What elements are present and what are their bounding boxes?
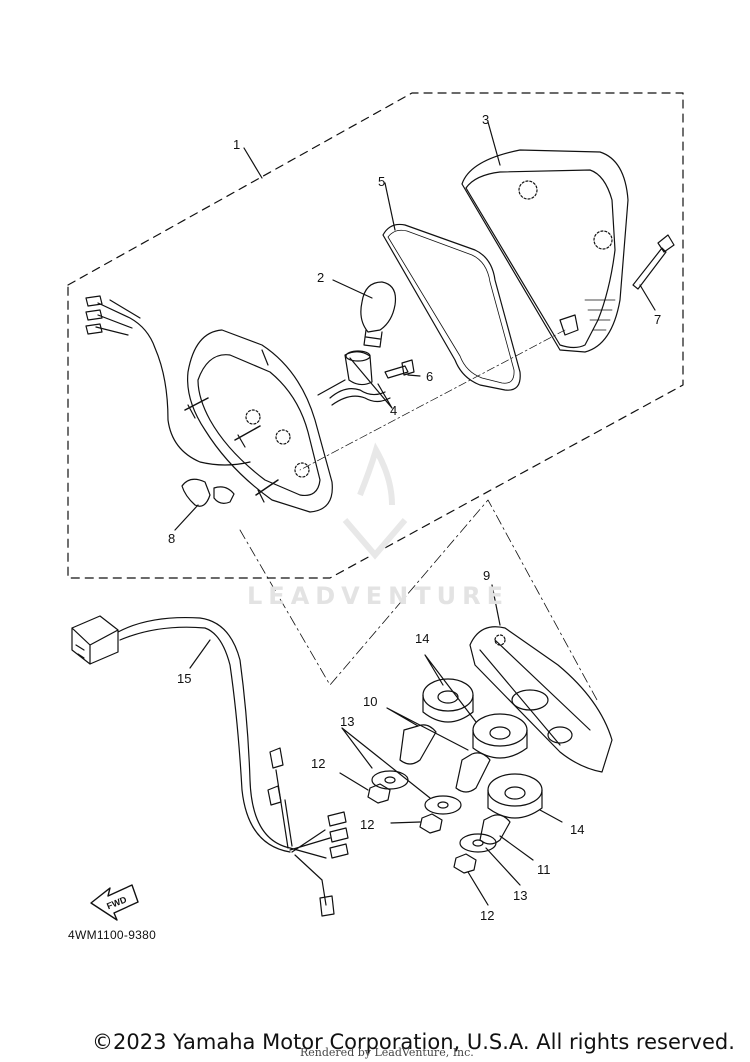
wire-harness xyxy=(71,615,349,917)
callout-15: 15 xyxy=(177,671,191,686)
callout-12-lower: 12 xyxy=(480,908,494,923)
washer-lower xyxy=(459,833,497,853)
callout-1: 1 xyxy=(233,137,240,152)
nut-middle xyxy=(419,813,443,834)
callout-14-lower: 14 xyxy=(570,822,584,837)
rubber-damper-upper xyxy=(422,678,474,723)
callout-7: 7 xyxy=(654,312,661,327)
tail-lens xyxy=(461,149,629,353)
base-wire-leads xyxy=(95,299,251,466)
copyright-notice: ©2023 Yamaha Motor Corporation, U.S.A. A… xyxy=(92,1030,735,1054)
socket-screw xyxy=(384,359,415,379)
nut-lower xyxy=(453,853,477,874)
fwd-arrow xyxy=(90,884,139,921)
diagram-part-code: 4WM1100-9380 xyxy=(68,928,157,942)
callout-5: 5 xyxy=(378,174,385,189)
collar-middle xyxy=(455,752,491,793)
callout-9: 9 xyxy=(483,568,490,583)
callout-11: 11 xyxy=(537,862,551,877)
lens-gasket xyxy=(382,223,521,391)
lamp-base xyxy=(184,329,333,513)
callout-8: 8 xyxy=(168,531,175,546)
callout-10: 10 xyxy=(363,694,377,709)
lens-screw xyxy=(632,234,675,290)
callout-12-middle: 12 xyxy=(360,817,374,832)
nut-upper xyxy=(367,783,391,804)
washer-middle xyxy=(424,795,462,815)
bulb-socket xyxy=(317,350,391,406)
collar-upper xyxy=(399,724,437,765)
assembly-boundary xyxy=(67,92,684,579)
bulb xyxy=(360,281,397,348)
watermark-text: LEADVENTURE xyxy=(247,582,509,610)
callout-13-lower: 13 xyxy=(513,888,527,903)
callout-12-upper: 12 xyxy=(311,756,325,771)
callout-14-upper: 14 xyxy=(415,631,429,646)
washer-upper xyxy=(371,770,409,790)
rubber-damper-lower xyxy=(487,773,543,819)
callout-2: 2 xyxy=(317,270,324,285)
collar-lower xyxy=(479,814,511,845)
grommet xyxy=(181,478,235,507)
rubber-damper-middle xyxy=(472,713,528,759)
rendered-by-notice: Rendered by LeadVenture, Inc. xyxy=(300,1046,474,1059)
callout-3: 3 xyxy=(482,112,489,127)
callout-13-upper: 13 xyxy=(340,714,354,729)
mount-bracket xyxy=(469,626,613,773)
callout-4: 4 xyxy=(390,403,397,418)
watermark-logo xyxy=(342,442,408,560)
callout-6: 6 xyxy=(426,369,433,384)
